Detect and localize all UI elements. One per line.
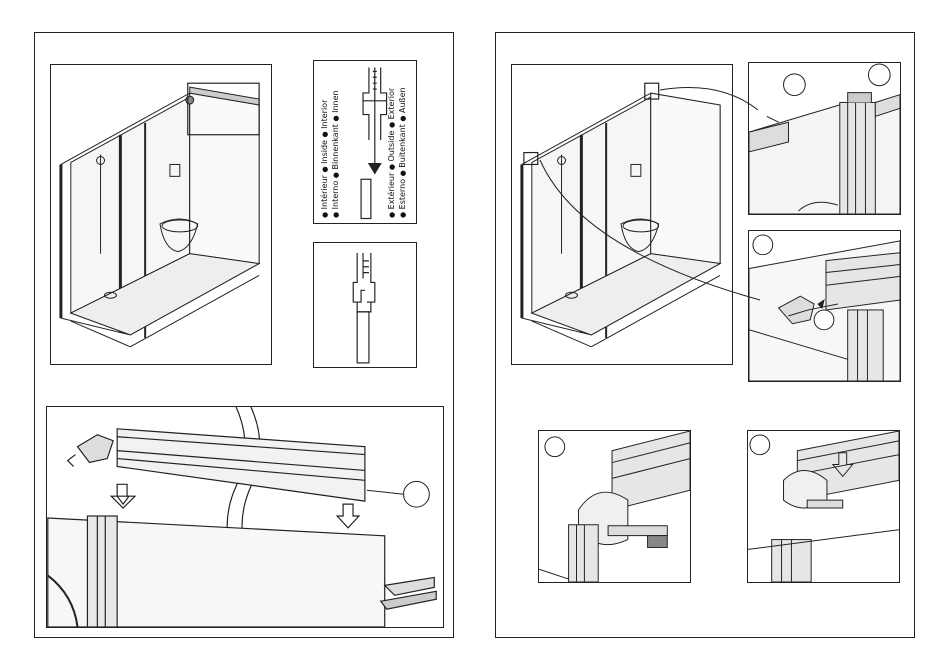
shower-cabin-illustration-right (512, 65, 732, 364)
top-rail-install-panel (46, 406, 444, 628)
profile-legend-panel (313, 60, 417, 224)
profile-clip-illustration (314, 243, 416, 367)
corner-detail-illustration (749, 63, 900, 214)
detail-panel-bottom-right (747, 430, 900, 583)
clip-locked-illustration (748, 431, 899, 582)
detail-panel-middle-right (748, 230, 901, 382)
clip-rotate-illustration (539, 431, 690, 582)
shower-cabin-overview-panel (50, 64, 272, 365)
detail-panel-top-right (748, 62, 901, 215)
shower-cabin-overview-panel-right (511, 64, 733, 365)
shower-cabin-illustration (51, 65, 271, 364)
profile-section-illustration (314, 61, 416, 223)
clip-insertion-illustration (749, 231, 900, 381)
top-rail-illustration (47, 407, 443, 627)
profile-detail-panel (313, 242, 417, 368)
detail-panel-bottom-left (538, 430, 691, 583)
